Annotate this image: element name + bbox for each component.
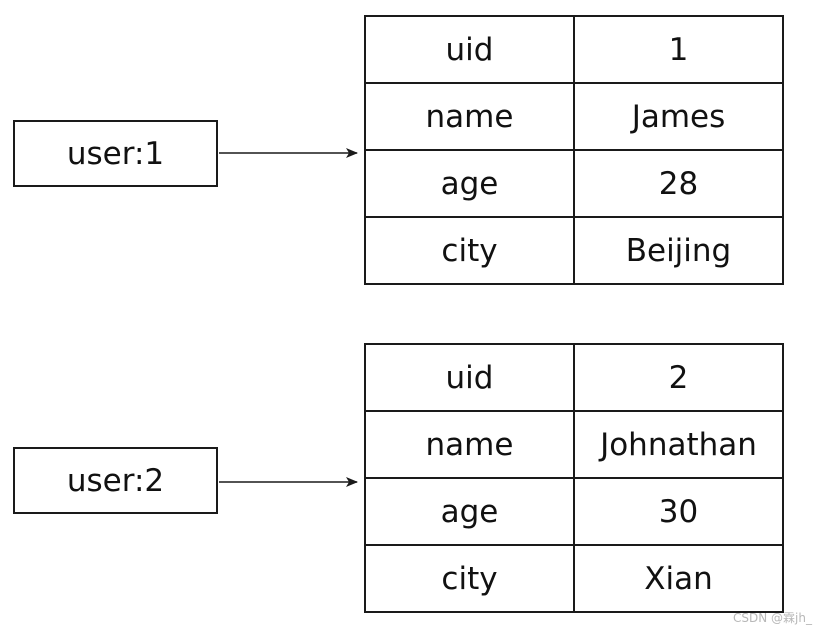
value-cell: James xyxy=(573,82,784,151)
table-row: age 30 xyxy=(364,477,784,546)
table-row: name James xyxy=(364,82,784,151)
table-row: uid 1 xyxy=(364,15,784,84)
value-cell: Xian xyxy=(573,544,784,613)
table-row: name Johnathan xyxy=(364,410,784,479)
value-cell: 2 xyxy=(573,343,784,412)
table-row: age 28 xyxy=(364,149,784,218)
value-cell: 28 xyxy=(573,149,784,218)
key-label: user:1 xyxy=(66,135,165,172)
field-cell: city xyxy=(364,216,575,285)
key-box-user2: user:2 xyxy=(13,447,218,514)
hash-table-user1: uid 1 name James age 28 city Beijing xyxy=(364,15,784,285)
key-label: user:2 xyxy=(66,462,165,499)
key-box-user1: user:1 xyxy=(13,120,218,187)
field-cell: uid xyxy=(364,15,575,84)
field-cell: city xyxy=(364,544,575,613)
value-cell: 30 xyxy=(573,477,784,546)
table-row: uid 2 xyxy=(364,343,784,412)
field-cell: age xyxy=(364,149,575,218)
value-cell: 1 xyxy=(573,15,784,84)
hash-table-user2: uid 2 name Johnathan age 30 city Xian xyxy=(364,343,784,613)
field-cell: name xyxy=(364,410,575,479)
table-row: city Xian xyxy=(364,544,784,613)
table-row: city Beijing xyxy=(364,216,784,285)
field-cell: name xyxy=(364,82,575,151)
field-cell: age xyxy=(364,477,575,546)
value-cell: Beijing xyxy=(573,216,784,285)
field-cell: uid xyxy=(364,343,575,412)
watermark: CSDN @霖jh_ xyxy=(733,611,812,625)
value-cell: Johnathan xyxy=(573,410,784,479)
